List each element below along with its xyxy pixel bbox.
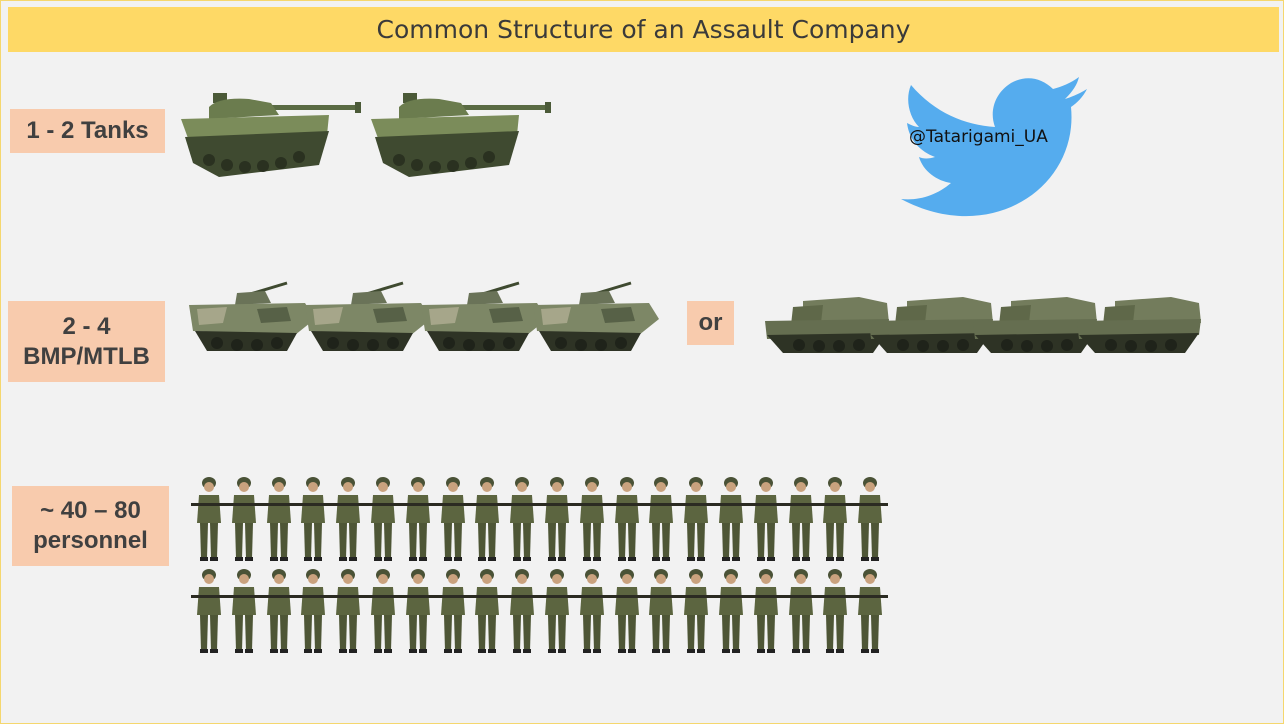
soldier-icon (400, 475, 436, 563)
soldier-icon (191, 475, 227, 563)
soldier-icon (226, 475, 262, 563)
soldier-icon (469, 475, 505, 563)
soldier-icon (678, 567, 714, 655)
personnel-count-text: ~ 40 – 80 (33, 496, 148, 526)
soldier-icon (574, 475, 610, 563)
personnel-word-text: personnel (33, 526, 148, 556)
twitter-handle: @Tatarigami_UA (909, 127, 1048, 147)
bmp-icon (303, 279, 433, 355)
soldier-icon (713, 567, 749, 655)
soldier-icon (400, 567, 436, 655)
soldier-icon (295, 475, 331, 563)
bmp-type-text: BMP/MTLB (23, 342, 150, 372)
soldier-grid (191, 475, 895, 659)
soldier-icon (191, 567, 227, 655)
soldier-icon (435, 567, 471, 655)
soldier-icon (504, 567, 540, 655)
bmp-icon (531, 279, 661, 355)
soldier-icon (539, 567, 575, 655)
soldier-icon (713, 475, 749, 563)
bmp-mtlb-label: 2 - 4 BMP/MTLB (8, 301, 165, 382)
soldier-icon (330, 475, 366, 563)
bmp-icon (419, 279, 549, 355)
soldier-icon (261, 475, 297, 563)
soldier-icon (365, 475, 401, 563)
soldier-icon (748, 567, 784, 655)
soldier-icon (783, 475, 819, 563)
soldier-icon (330, 567, 366, 655)
bmp-icon (187, 279, 317, 355)
soldier-icon (678, 475, 714, 563)
soldier-icon (783, 567, 819, 655)
soldier-icon (469, 567, 505, 655)
or-label-text: or (699, 308, 723, 338)
soldier-icon (574, 567, 610, 655)
tanks-label: 1 - 2 Tanks (10, 109, 165, 153)
soldier-icon (504, 475, 540, 563)
tanks-label-text: 1 - 2 Tanks (26, 116, 148, 146)
soldier-icon (643, 567, 679, 655)
page-title: Common Structure of an Assault Company (377, 15, 911, 44)
tank-icon (369, 85, 551, 180)
tank-icon (179, 85, 361, 180)
soldier-icon (643, 475, 679, 563)
soldier-icon (852, 567, 888, 655)
title-bar: Common Structure of an Assault Company (8, 7, 1279, 52)
soldier-icon (365, 567, 401, 655)
soldier-icon (817, 475, 853, 563)
bmp-count-text: 2 - 4 (23, 312, 150, 342)
soldier-icon (817, 567, 853, 655)
soldier-icon (226, 567, 262, 655)
soldier-icon (539, 475, 575, 563)
soldier-icon (295, 567, 331, 655)
twitter-bird-icon (901, 77, 1091, 229)
soldier-icon (852, 475, 888, 563)
personnel-label: ~ 40 – 80 personnel (12, 486, 169, 566)
soldier-icon (609, 475, 645, 563)
soldier-icon (609, 567, 645, 655)
mtlb-icon (1075, 293, 1203, 357)
soldier-icon (435, 475, 471, 563)
soldier-icon (748, 475, 784, 563)
or-label: or (687, 301, 734, 345)
soldier-icon (261, 567, 297, 655)
